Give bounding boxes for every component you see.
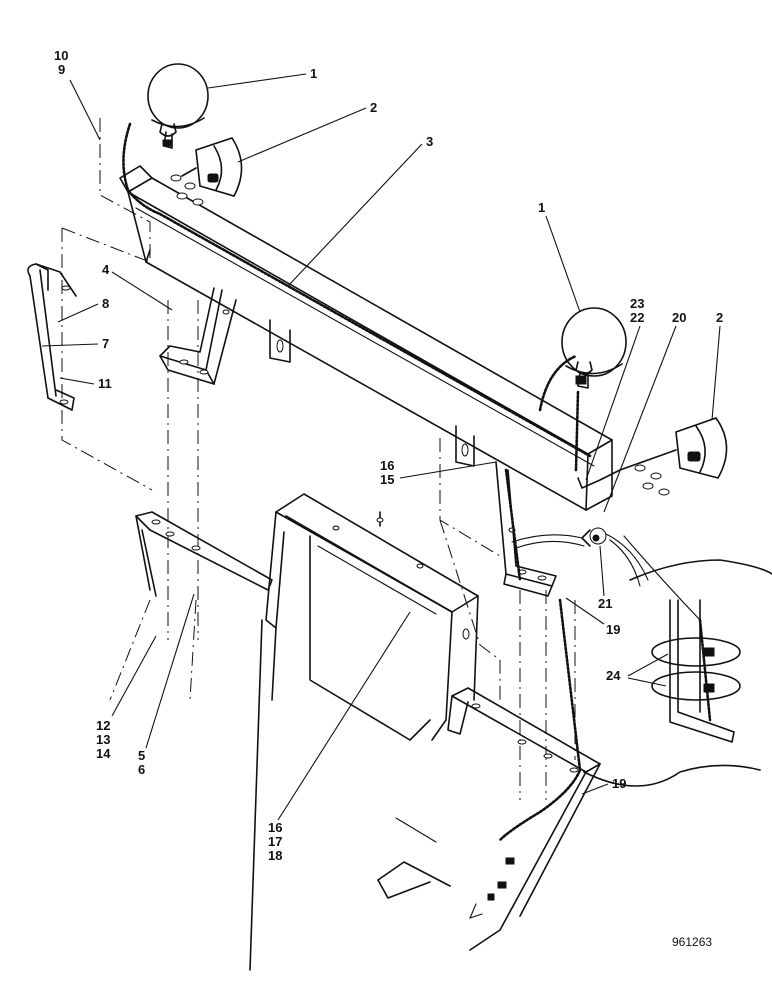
- callout-21: 21: [598, 596, 612, 611]
- callout-19-upper: 19: [606, 622, 620, 637]
- callout-14: 14: [96, 746, 111, 761]
- callout-18: 18: [268, 848, 282, 863]
- callout-22: 22: [630, 310, 644, 325]
- wiring-harness: [122, 122, 712, 842]
- callout-16-upper: 16: [380, 458, 394, 473]
- callout-13: 13: [96, 732, 110, 747]
- left-mounting-leg: [159, 287, 237, 385]
- callout-17: 17: [268, 834, 282, 849]
- callout-15: 15: [380, 472, 394, 487]
- center-tab: [269, 319, 291, 363]
- callout-11: 11: [98, 376, 112, 391]
- right-work-lamp: [561, 307, 627, 389]
- left-work-lamp: [147, 63, 209, 149]
- handrail: [27, 263, 77, 411]
- callout-4: 4: [102, 262, 110, 277]
- callout-19-lower: 19: [612, 776, 626, 791]
- callout-2-left: 2: [370, 100, 377, 115]
- right-flood-lamp: [577, 417, 728, 496]
- callout-9: 9: [58, 62, 65, 77]
- callout-2-right: 2: [716, 310, 723, 325]
- callout-10: 10: [54, 48, 68, 63]
- callout-1-right: 1: [538, 200, 545, 215]
- callout-23: 23: [630, 296, 644, 311]
- right-cab-plate: [447, 687, 601, 951]
- callout-labels: 10 9 1 2 3 4 8 7 11 1 23 22 20 2 16 15 2…: [41, 48, 723, 863]
- callout-20: 20: [672, 310, 686, 325]
- callout-12: 12: [96, 718, 110, 733]
- callout-6: 6: [138, 762, 145, 777]
- callout-1-left: 1: [310, 66, 317, 81]
- callout-16-lower: 16: [268, 820, 282, 835]
- left-flood-lamp: [170, 137, 243, 206]
- callout-5: 5: [138, 748, 145, 763]
- callout-3: 3: [426, 134, 433, 149]
- clamp-bracket: [651, 599, 741, 743]
- left-cab-plate: [135, 511, 273, 597]
- right-rear-tab: [455, 425, 475, 467]
- phantom-outlines: [61, 118, 576, 800]
- lower-body: [377, 535, 772, 899]
- callout-7: 7: [102, 336, 109, 351]
- right-mounting-leg: [495, 461, 557, 597]
- callout-8: 8: [102, 296, 109, 311]
- cab-frame: [249, 493, 479, 971]
- light-bar-beam: [119, 165, 613, 511]
- drawing-reference-number: 961263: [672, 935, 712, 949]
- callout-24: 24: [606, 668, 621, 683]
